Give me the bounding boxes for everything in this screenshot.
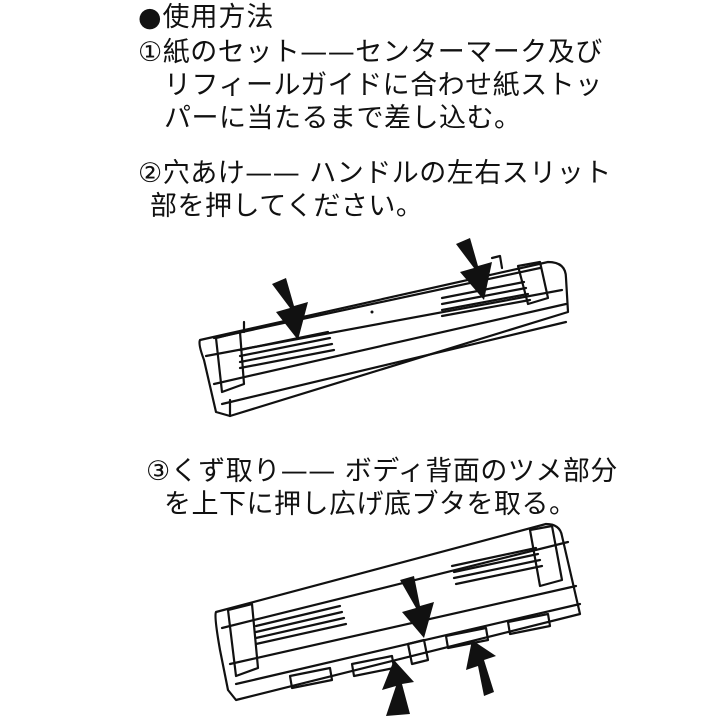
step-1-line-2: リフィールガイドに合わせ紙ストッ [164,70,603,101]
bottom-left-end [226,602,260,678]
bottom-right-end [528,524,564,588]
bottom-tabs [288,612,552,690]
step-3-number: ③ [146,456,171,487]
up-push-arrow-right-icon [466,640,496,696]
step-2-line-2: 部を押してください。 [150,191,424,222]
punch-bottom-body [214,522,582,702]
punch-base-edge [220,320,568,406]
step-1-line-1: 紙のセット——センターマーク及び [162,37,603,68]
up-push-arrow-left-icon [382,660,414,716]
bottom-right-slits [450,546,544,586]
step-2-line-1: 穴あけ—— ハンドルの左右スリット [162,158,612,189]
right-end-block [516,260,550,306]
punch-body-outline [198,260,570,418]
punch-bottom-edge [212,302,568,386]
left-down-arrow-icon [272,278,308,340]
right-down-arrow-icon [456,238,492,300]
left-slit-lines [238,330,336,370]
usage-heading: ●使用方法 [138,2,275,33]
step-3-chip-removal: ③くず取り—— ボディ背面のツメ部分 を上下に押し広げ底ブタを取る。 [146,455,618,521]
chip-removal-arrows [382,576,496,716]
bottom-left-slits [254,604,348,646]
step-1-line-3: パーに当たるまで差し込む。 [164,103,522,134]
step-2-punching: ②穴あけ—— ハンドルの左右スリット 部を押してください。 [138,157,612,223]
step-2-number: ② [138,158,163,189]
step-3-line-1: くず取り—— ボディ背面のツメ部分 [170,456,618,487]
step-1-paper-setting: ①紙のセット——センターマーク及び リフィールガイドに合わせ紙ストッ パーに当た… [138,36,603,135]
left-end-block [214,330,246,394]
down-press-arrow-icon [400,576,434,638]
press-arrows [272,238,492,340]
step-1-number: ① [138,37,163,68]
step-3-line-2: を上下に押し広げ底ブタを取る。 [164,489,577,520]
